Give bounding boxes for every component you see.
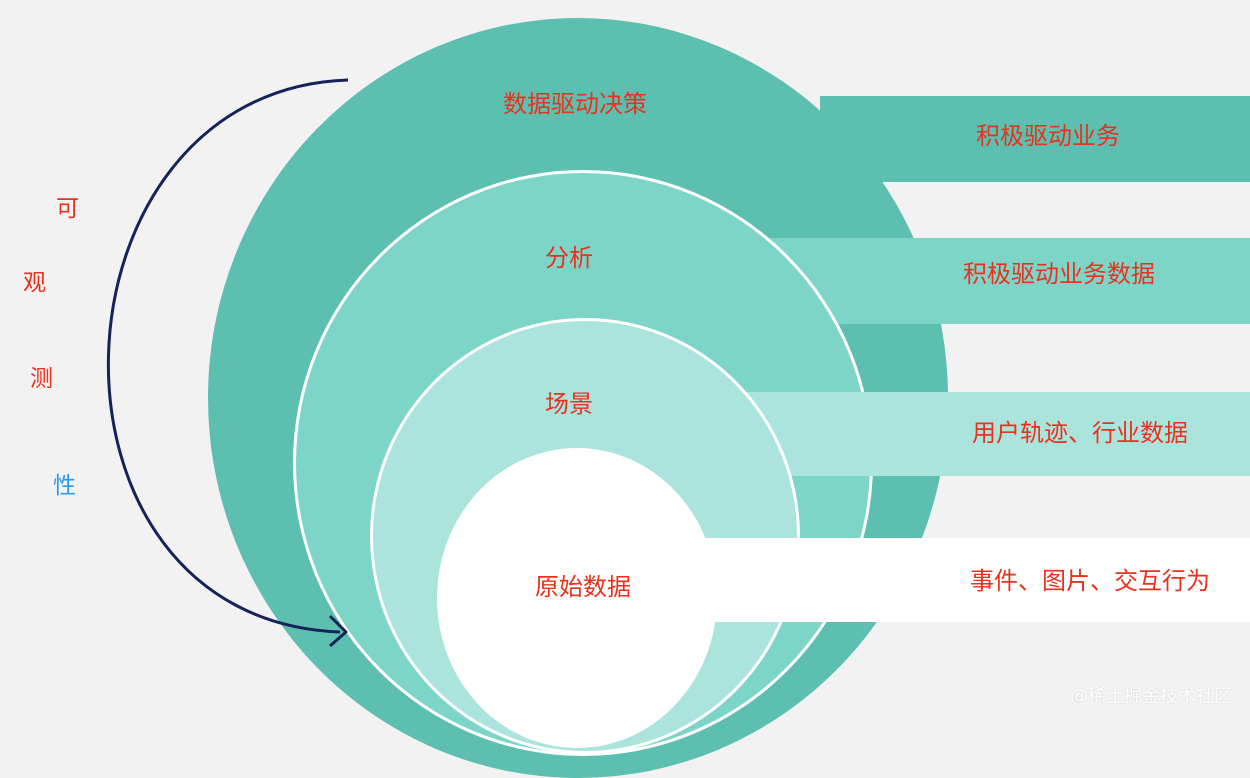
label-scenario: 场景	[545, 390, 593, 418]
side-char-guan: 观	[23, 270, 46, 296]
label-raw-data: 原始数据	[535, 573, 631, 601]
band-level-2	[760, 238, 1250, 324]
side-char-ke: 可	[56, 196, 79, 222]
label-data-driven-decision: 数据驱动决策	[503, 90, 647, 118]
circle-level-4	[437, 448, 717, 748]
band-label-level-2: 积极驱动业务数据	[963, 260, 1155, 288]
band-label-level-1: 积极驱动业务	[976, 122, 1120, 150]
side-char-ce: 测	[30, 366, 53, 392]
band-label-level-3: 用户轨迹、行业数据	[972, 419, 1188, 447]
band-level-4	[660, 538, 1250, 622]
side-char-xing: 性	[53, 473, 76, 499]
band-label-level-4: 事件、图片、交互行为	[970, 567, 1210, 595]
watermark: @稀土掘金技术社区	[1070, 686, 1232, 707]
band-level-3	[700, 392, 1250, 476]
label-analysis: 分析	[545, 244, 593, 272]
band-level-1	[820, 96, 1250, 182]
observability-arrow	[106, 78, 349, 648]
